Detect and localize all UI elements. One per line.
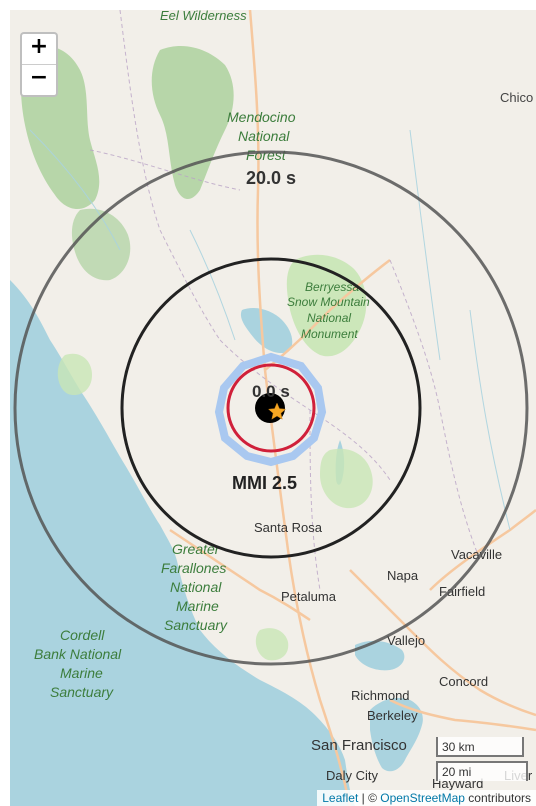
- attribution-separator: | ©: [358, 791, 381, 805]
- clear-lake: [240, 308, 293, 354]
- label-greater-5: Sanctuary: [164, 617, 228, 633]
- label-san-francisco: San Francisco: [311, 737, 407, 754]
- label-concord: Concord: [439, 674, 488, 689]
- label-greater-2: Farallones: [161, 560, 226, 576]
- label-daly-city: Daly City: [326, 768, 379, 783]
- label-richmond: Richmond: [351, 688, 410, 703]
- label-vacaville: Vacaville: [451, 547, 502, 562]
- osm-link[interactable]: OpenStreetMap: [380, 791, 465, 805]
- red-ring: [226, 363, 316, 453]
- label-greater-4: Marine: [176, 598, 219, 614]
- label-cordell-1: Cordell: [60, 627, 105, 643]
- quake-overlay: 20.0 s 0.0 s MMI 2.5: [13, 150, 529, 666]
- label-petaluma: Petaluma: [281, 589, 337, 604]
- scale-bar-km: 30 km: [436, 737, 524, 757]
- mmi-label: MMI 2.5: [232, 473, 297, 493]
- map-container[interactable]: Eel Wilderness Mendocino National Forest…: [10, 10, 536, 806]
- label-berryessa-4: Monument: [301, 327, 358, 341]
- mmi-polygon: [214, 352, 327, 467]
- attribution-suffix: contributors: [464, 791, 531, 805]
- label-cordell-4: Sanctuary: [50, 684, 114, 700]
- inner-travel-ring: [120, 257, 422, 559]
- outer-ring-label: 20.0 s: [246, 168, 296, 188]
- label-chico: Chico: [500, 90, 533, 105]
- park-southeast: [320, 448, 373, 509]
- label-berryessa-2: Snow Mountain: [287, 295, 370, 309]
- label-cordell-2: Bank National: [34, 646, 122, 662]
- label-napa: Napa: [387, 568, 419, 583]
- zoom-out-button[interactable]: −: [22, 64, 56, 95]
- forest-west: [71, 208, 131, 281]
- map-attribution: Leaflet | © OpenStreetMap contributors: [317, 790, 536, 806]
- scale-bar-mi: 20 mi: [436, 761, 528, 781]
- outer-travel-ring: [13, 150, 529, 666]
- san-pablo-bay: [355, 640, 405, 671]
- inner-ring-label: 0.0 s: [252, 382, 290, 401]
- san-francisco-bay: [370, 698, 423, 772]
- zoom-in-button[interactable]: +: [29, 34, 49, 59]
- mendocino-forest: [151, 45, 234, 200]
- label-mendocino-2: National: [238, 128, 290, 144]
- label-mendocino-1: Mendocino: [227, 109, 296, 125]
- label-berryessa-1: Berryessa: [305, 280, 359, 294]
- zoom-control: + −: [20, 32, 58, 97]
- label-mendocino-3: Forest: [246, 147, 287, 163]
- ocean: [10, 280, 355, 806]
- label-greater-3: National: [170, 579, 222, 595]
- label-santa-rosa: Santa Rosa: [254, 520, 323, 535]
- label-berryessa-3: National: [307, 311, 351, 325]
- map-canvas[interactable]: Eel Wilderness Mendocino National Forest…: [10, 10, 536, 806]
- epicenter-star-icon: [267, 402, 287, 420]
- label-fairfield: Fairfield: [439, 584, 485, 599]
- leaflet-link[interactable]: Leaflet: [322, 791, 359, 805]
- label-vallejo: Vallejo: [387, 633, 425, 648]
- label-eel-wilderness: Eel Wilderness: [160, 10, 247, 23]
- label-berkeley: Berkeley: [367, 708, 418, 723]
- label-greater-1: Greater: [172, 541, 221, 557]
- park-coast: [57, 353, 92, 396]
- label-cordell-3: Marine: [60, 665, 103, 681]
- park-marin: [255, 628, 289, 661]
- streams: [29, 129, 511, 531]
